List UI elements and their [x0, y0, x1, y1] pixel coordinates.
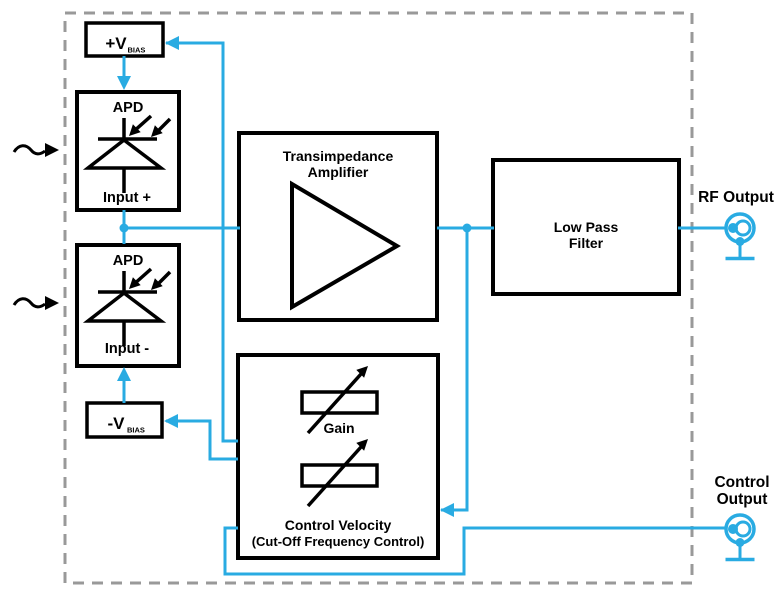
vbias-positive-label: +V	[105, 34, 127, 53]
tia-label-line2: Amplifier	[308, 164, 369, 180]
vbias-negative-block	[85, 401, 164, 439]
tia-label-line1: Transimpedance	[283, 148, 394, 164]
optical-input-negative-icon	[12, 294, 61, 312]
wire-control-output	[223, 526, 728, 576]
amplifier-triangle-icon	[290, 180, 401, 311]
optical-input-positive-icon	[12, 141, 61, 159]
apd-negative-label: Input -	[105, 341, 149, 357]
arrowhead-icon	[164, 414, 178, 428]
apd-negative-title: APD	[113, 253, 144, 269]
velocity-label-line2: (Cut-Off Frequency Control)	[252, 534, 425, 549]
control-output-label-line1: Control	[714, 474, 769, 491]
lpf-label-line1: Low Pass	[554, 219, 619, 235]
apd-positive-title: APD	[113, 100, 144, 116]
module-boundary	[63, 11, 694, 585]
gain-label: Gain	[323, 420, 354, 436]
rf-output-connector-icon	[723, 212, 757, 261]
rf-output-label: RF Output	[698, 189, 774, 206]
wire-feedback-to-control	[441, 228, 469, 512]
arrowhead-icon	[117, 76, 131, 90]
vbias-positive-subscript: BIAS	[128, 46, 146, 55]
control-output-connector-icon	[723, 513, 757, 562]
arrowhead-icon	[117, 367, 131, 381]
wire-control-to-vbias-positive	[166, 41, 238, 443]
vbias-negative-subscript: BIAS	[127, 426, 145, 435]
velocity-label-line1: Control Velocity	[285, 517, 392, 533]
control-output-label-line2: Output	[717, 491, 768, 508]
arrowhead-icon	[165, 36, 179, 50]
vbias-negative-label: -V	[108, 414, 126, 433]
apd-positive-label: Input +	[103, 190, 151, 206]
wire-control-to-vbias-negative	[166, 419, 238, 461]
junction-dot	[119, 223, 129, 233]
arrowhead-icon	[440, 503, 454, 517]
lpf-label-line2: Filter	[569, 235, 604, 251]
control-block	[236, 353, 440, 560]
